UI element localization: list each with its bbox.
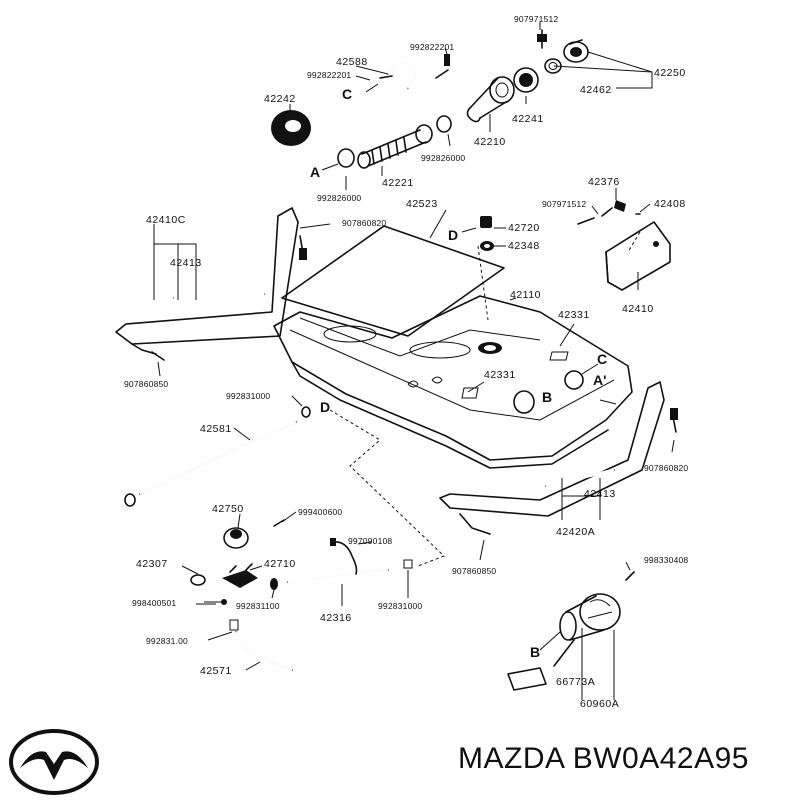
callout-60960A: 60960A xyxy=(580,698,619,710)
callout-42523: 42523 xyxy=(406,198,438,210)
part-number: BW0A42A95 xyxy=(572,742,749,775)
part-caption: MAZDA BW0A42A95 xyxy=(458,742,749,776)
callout-42571: 42571 xyxy=(200,665,232,677)
callout-A2: A' xyxy=(593,372,606,388)
filler-collar-part xyxy=(466,67,539,123)
callout-999400600: 999400600 xyxy=(298,507,342,517)
callout-998400501: 998400501 xyxy=(132,598,176,608)
callout-42750: 42750 xyxy=(212,503,244,515)
protector-sheet xyxy=(281,225,505,337)
grommet-part xyxy=(271,110,311,146)
callout-42110: 42110 xyxy=(510,289,541,301)
callout-907860820b: 907860820 xyxy=(644,463,688,473)
callout-42420A: 42420A xyxy=(556,526,595,538)
callout-42210: 42210 xyxy=(474,136,506,148)
callout-998330408: 998330408 xyxy=(644,555,688,565)
callout-42413a: 42413 xyxy=(170,257,202,269)
callout-42581: 42581 xyxy=(200,423,232,435)
callout-42348: 42348 xyxy=(508,240,540,252)
callout-992831100: 992831100 xyxy=(236,601,280,611)
callout-42410C: 42410C xyxy=(146,214,186,226)
callout-C1: C xyxy=(342,86,352,102)
callout-992831000b: 992831000 xyxy=(378,601,422,611)
callout-907860850a: 907860850 xyxy=(124,379,168,389)
callout-907860820a: 907860820 xyxy=(342,218,386,228)
callout-A1: A xyxy=(310,164,320,180)
callout-992826000a: 992826000 xyxy=(421,153,465,163)
fuel-tank xyxy=(273,295,633,469)
callout-992822201a: 992822201 xyxy=(410,42,454,52)
callout-42307: 42307 xyxy=(136,558,168,570)
leader-lines xyxy=(153,22,675,700)
filler-cap-part xyxy=(563,39,589,63)
callout-66773A: 66773A xyxy=(556,676,595,688)
filler-hose-part xyxy=(357,129,427,169)
breather-hose-part xyxy=(379,54,450,89)
callout-D2: D xyxy=(320,399,330,415)
evap-hose-part xyxy=(287,538,413,583)
callout-42720: 42720 xyxy=(508,222,540,234)
callout-C2: C xyxy=(597,351,607,367)
callout-42242: 42242 xyxy=(264,93,296,105)
callout-42241: 42241 xyxy=(512,113,544,125)
callout-42410: 42410 xyxy=(622,303,654,315)
callout-992831000a: 992831000 xyxy=(226,391,270,401)
callout-42588: 42588 xyxy=(336,56,368,68)
tank-strap-right xyxy=(439,381,678,535)
lid-hinge-part xyxy=(577,200,641,225)
callout-907860850b: 907860850 xyxy=(452,566,496,576)
drain-tube-part xyxy=(229,619,293,671)
hose-clamp-part xyxy=(337,115,452,168)
filler-lid xyxy=(605,221,671,291)
callout-42376: 42376 xyxy=(588,176,620,188)
callout-42250: 42250 xyxy=(654,67,686,79)
callout-D1: D xyxy=(448,227,458,243)
callout-42462: 42462 xyxy=(580,84,612,96)
callout-42710: 42710 xyxy=(264,558,296,570)
mazda-logo xyxy=(9,729,99,795)
reference-lines xyxy=(329,231,641,567)
callout-997090108: 997090108 xyxy=(348,536,392,546)
callout-B1: B xyxy=(542,389,552,405)
fuel-sender-unit xyxy=(507,571,635,691)
callout-907971512b: 907971512 xyxy=(542,199,586,209)
check-valve-part xyxy=(190,563,278,605)
callout-992822201b: 992822201 xyxy=(307,70,351,80)
callout-907971512a: 907971512 xyxy=(514,14,558,24)
callout-992826000b: 992826000 xyxy=(317,193,361,203)
callout-42316: 42316 xyxy=(320,612,352,624)
callout-42331b: 42331 xyxy=(484,369,516,381)
callout-42331a: 42331 xyxy=(558,309,590,321)
brand-name: MAZDA xyxy=(458,742,564,775)
callout-labels: 907971512 992822201 42588 992822201 C 42… xyxy=(124,14,688,710)
callout-992831000c: 992831.00 xyxy=(146,636,188,646)
valve-cap-part xyxy=(223,519,285,549)
filler-neck-assembly xyxy=(271,29,589,169)
callout-42408: 42408 xyxy=(654,198,686,210)
callout-42413b: 42413 xyxy=(584,488,616,500)
callout-42221: 42221 xyxy=(382,177,414,189)
drain-plug-part xyxy=(480,216,494,251)
vent-tube xyxy=(124,406,311,507)
screw-part xyxy=(537,29,547,49)
tank-strap-left xyxy=(115,207,307,361)
callout-B2: B xyxy=(530,644,540,660)
